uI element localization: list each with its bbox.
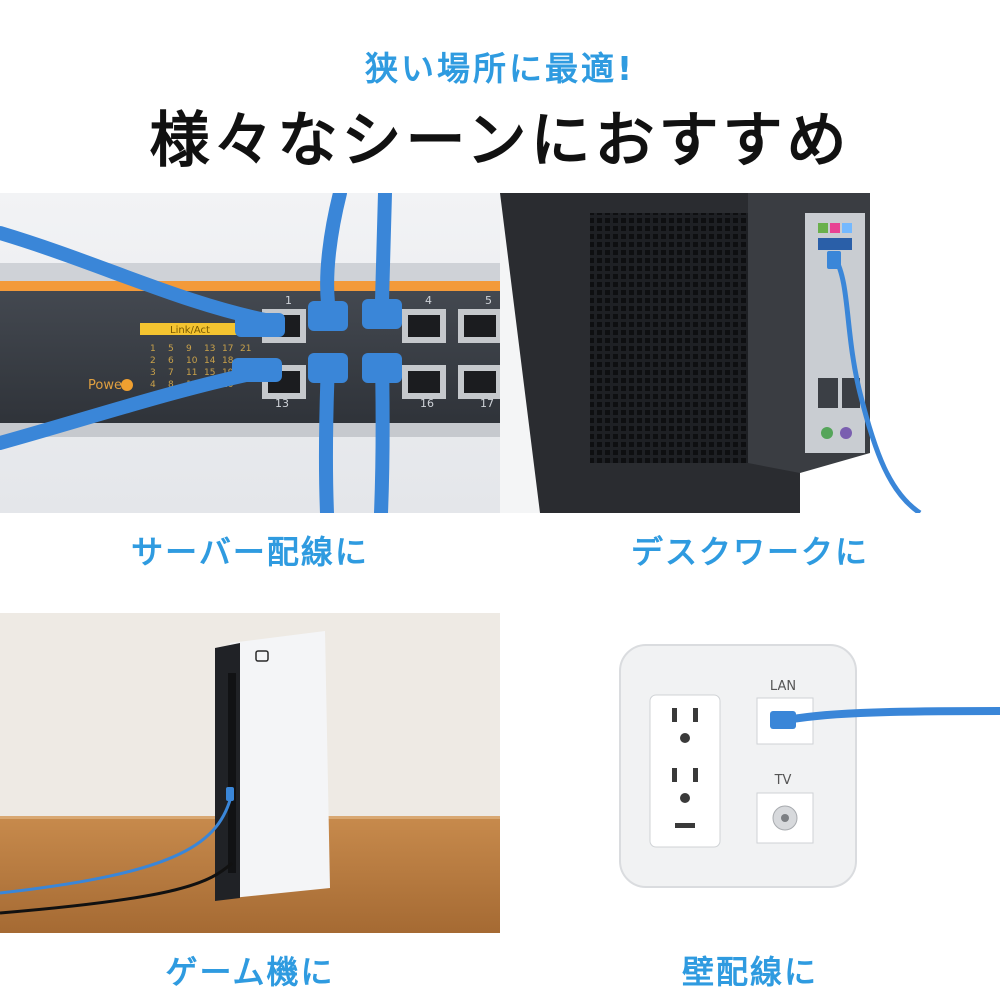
scene-game-photo — [0, 613, 500, 933]
game-console-illustration — [0, 613, 500, 933]
led-label: Link/Act — [170, 325, 210, 336]
led-number: 3 — [150, 368, 156, 378]
caption-game: ゲーム機に — [165, 953, 335, 991]
power-led-icon — [121, 379, 133, 391]
switch-ports — [262, 309, 500, 399]
led-label-badge — [140, 323, 240, 335]
scene-desk-photo — [500, 193, 1000, 513]
led-number: 4 — [150, 380, 156, 390]
port-number: 13 — [275, 397, 289, 410]
lan-cable — [832, 256, 922, 513]
power-cable — [0, 861, 234, 915]
led-number: 14 — [204, 356, 216, 366]
angled-connector — [226, 787, 234, 801]
rj45-port — [402, 309, 446, 343]
port-number: 16 — [420, 397, 434, 410]
angled-connector — [827, 251, 841, 269]
power-outlets — [649, 694, 721, 848]
tv-port-label: TV — [774, 773, 792, 788]
caption-server: サーバー配線に — [131, 533, 369, 571]
led-number: 21 — [240, 344, 251, 354]
port-number: 1 — [285, 294, 292, 307]
led-number: 8 — [168, 380, 174, 390]
lan-cable — [0, 792, 234, 895]
caption-desk: デスクワークに — [630, 533, 869, 571]
angled-connector — [770, 711, 796, 729]
led-number: 10 — [186, 356, 198, 366]
page-title: 様々なシーンにおすすめ — [149, 106, 851, 176]
lan-port-label: LAN — [770, 679, 796, 694]
led-number: 17 — [222, 344, 233, 354]
network-switch — [0, 281, 500, 431]
led-number: 13 — [204, 344, 215, 354]
led-number: 7 — [168, 368, 174, 378]
lan-cable — [781, 707, 1000, 725]
scene-wall-photo: LAN TV — [500, 613, 1000, 933]
port-number: 5 — [485, 294, 492, 307]
led-number: 9 — [186, 344, 192, 354]
lan-cables — [0, 193, 392, 513]
pc-vent-mesh — [590, 213, 750, 463]
angled-connectors — [232, 299, 402, 383]
console-logo-icon — [255, 650, 269, 662]
led-number: 1 — [150, 344, 156, 354]
led-number: 15 — [204, 368, 215, 378]
rj45-port — [402, 365, 446, 399]
caption-wall: 壁配線に — [681, 953, 818, 991]
led-number: 11 — [186, 368, 197, 378]
led-number: 2 — [150, 356, 156, 366]
rj45-port — [458, 365, 500, 399]
power-label: Power — [88, 378, 128, 393]
wall-plate-illustration: LAN TV — [500, 613, 1000, 933]
subtitle: 狭い場所に最適! — [364, 49, 636, 88]
rj45-port — [458, 309, 500, 343]
desktop-pc-illustration — [500, 193, 1000, 513]
led-number: 6 — [168, 356, 174, 366]
port-number: 4 — [425, 294, 432, 307]
led-number: 18 — [222, 356, 234, 366]
led-number: 5 — [168, 344, 174, 354]
console-body — [230, 631, 330, 898]
port-number: 17 — [480, 397, 494, 410]
